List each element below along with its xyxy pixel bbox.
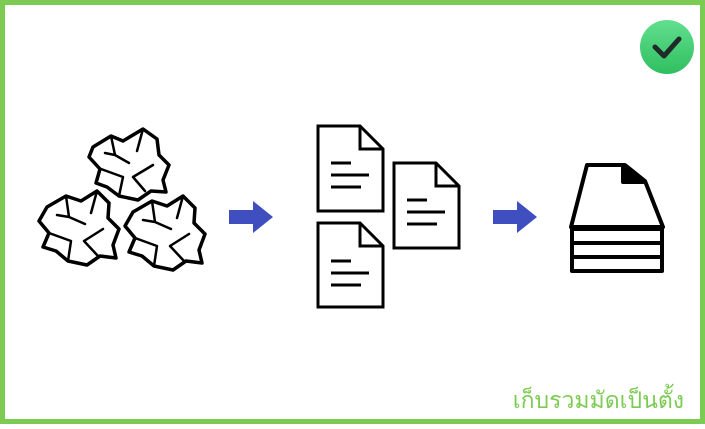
crumpled-ball-right-icon — [123, 194, 207, 272]
caption-text: เก็บรวมมัดเป็นตั้ง — [512, 388, 684, 414]
document-page-bottom-icon — [316, 221, 385, 309]
checkmark-badge-icon — [640, 20, 694, 74]
document-page-right-icon — [392, 161, 461, 250]
separate-document-pages-icon — [316, 124, 461, 309]
crumpled-paper-balls-icon — [37, 127, 207, 272]
right-arrow-icon — [493, 201, 537, 233]
crumpled-ball-top-icon — [87, 127, 171, 202]
right-arrow-icon — [229, 201, 273, 233]
stacked-paper-layer-4 — [570, 255, 664, 273]
stacked-paper-top-sheet — [569, 163, 665, 229]
stacked-paper-layer-2 — [570, 227, 664, 245]
crumpled-ball-left-icon — [37, 189, 121, 267]
stacked-paper-folded-corner — [621, 165, 645, 184]
process-illustration — [37, 124, 665, 309]
document-page-top-icon — [316, 124, 385, 213]
stacked-papers-icon — [569, 163, 665, 273]
stacked-paper-layer-3 — [570, 241, 664, 259]
